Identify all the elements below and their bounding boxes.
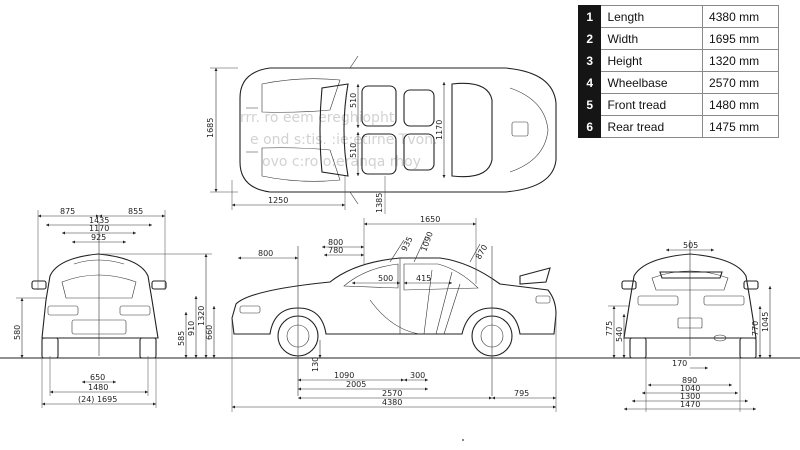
dim-rear-1470: 1470 xyxy=(680,400,700,409)
dim-side-wheelbase: 2570 xyxy=(382,389,402,398)
spec-row-rear-tread: 6 Rear tread 1475 mm xyxy=(577,115,779,138)
spec-label: Wheelbase xyxy=(600,71,704,94)
dim-top-width: 1685 xyxy=(206,118,215,138)
spec-row-width: 2 Width 1695 mm xyxy=(577,27,779,50)
stray-dot xyxy=(462,439,464,441)
dim-side-seat-800: 800 xyxy=(328,238,343,247)
dim-front-height-580: 580 xyxy=(13,325,22,340)
dim-side-seat-415: 415 xyxy=(416,274,431,283)
dim-side-top-1650: 1650 xyxy=(420,215,440,224)
rear-view xyxy=(608,240,772,412)
dim-front-height-1320: 1320 xyxy=(197,306,206,326)
dim-side-front-800: 800 xyxy=(258,249,273,258)
dim-front-body-width: 1435 xyxy=(89,216,109,225)
dim-side-seat-500: 500 xyxy=(378,274,393,283)
spec-table: 1 Length 4380 mm 2 Width 1695 mm 3 Heigh… xyxy=(577,5,779,138)
dim-rear-h-540: 540 xyxy=(615,327,624,342)
spec-number: 4 xyxy=(577,71,602,94)
spec-number: 1 xyxy=(577,5,602,28)
dim-top-front-to-seat: 1250 xyxy=(268,196,288,205)
spec-row-length: 1 Length 4380 mm xyxy=(577,5,779,28)
dim-top-seat-front: 510 xyxy=(349,93,358,108)
spec-value: 1320 mm xyxy=(702,49,779,72)
spec-label: Width xyxy=(600,27,704,50)
dim-rear-1300: 1300 xyxy=(680,392,700,401)
dim-rear-1040: 1040 xyxy=(680,384,700,393)
dim-top-seat-rear: 510 xyxy=(349,143,358,158)
dim-front-height-910: 910 xyxy=(187,321,196,336)
spec-row-height: 3 Height 1320 mm xyxy=(577,49,779,72)
dim-front-tread: 1480 xyxy=(88,383,108,392)
spec-number: 6 xyxy=(577,115,602,138)
spec-label: Length xyxy=(600,5,704,28)
dim-rear-top-505: 505 xyxy=(683,241,698,250)
dim-side-angle-935: 935 xyxy=(400,235,415,253)
dim-rear-890: 890 xyxy=(682,376,697,385)
dim-side-angle-1090: 1090 xyxy=(419,230,434,252)
dim-side-rear-overhang: 795 xyxy=(514,389,529,398)
spec-value: 1475 mm xyxy=(702,115,779,138)
dim-front-height-660: 660 xyxy=(205,325,214,340)
dim-front-mirror-right: 855 xyxy=(128,207,143,216)
dim-top-roof-edge: 1385 xyxy=(375,193,384,213)
svg-text:ovo c:ro o:eranqa rhoy: ovo c:ro o:eranqa rhoy xyxy=(262,154,421,170)
dim-front-overall: (24) 1695 xyxy=(78,395,117,404)
dim-front-inner-1170: 1170 xyxy=(89,224,109,233)
dim-front-inner-925: 925 xyxy=(91,233,106,242)
spec-value: 4380 mm xyxy=(702,5,779,28)
spec-number: 5 xyxy=(577,93,602,116)
dim-front-tread-inner: 650 xyxy=(90,373,105,382)
spec-row-wheelbase: 4 Wheelbase 2570 mm xyxy=(577,71,779,94)
top-view xyxy=(210,55,557,214)
dim-side-1090: 1090 xyxy=(334,371,354,380)
spec-value: 2570 mm xyxy=(702,71,779,94)
dim-side-seat-780: 780 xyxy=(328,246,343,255)
spec-value: 1480 mm xyxy=(702,93,779,116)
dim-side-2005: 2005 xyxy=(346,380,366,389)
dim-side-ground-130: 130 xyxy=(311,357,320,372)
spec-label: Height xyxy=(600,49,704,72)
front-view xyxy=(16,210,216,408)
dim-front-mirror-left: 875 xyxy=(60,207,75,216)
background-print-through: rrr. ro eem ereghiopht e ond s:tis. :ie:… xyxy=(240,110,438,170)
dim-side-300: 300 xyxy=(410,371,425,380)
dim-top-inner-width: 1170 xyxy=(435,120,444,140)
spec-label: Front tread xyxy=(600,93,704,116)
spec-value: 1695 mm xyxy=(702,27,779,50)
spec-number: 3 xyxy=(577,49,602,72)
dim-front-height-585: 585 xyxy=(177,331,186,346)
spec-number: 2 xyxy=(577,27,602,50)
spec-label: Rear tread xyxy=(600,115,704,138)
dim-side-length: 4380 xyxy=(382,398,402,407)
svg-text:rrr. ro eem ereghiopht: rrr. ro eem ereghiopht xyxy=(240,110,395,126)
dim-rear-h-1045: 1045 xyxy=(761,312,770,332)
spec-row-front-tread: 5 Front tread 1480 mm xyxy=(577,93,779,116)
dim-rear-h-770: 770 xyxy=(751,321,760,336)
side-view xyxy=(231,218,557,412)
dim-rear-h-775: 775 xyxy=(605,321,614,336)
dim-side-angle-870: 870 xyxy=(474,243,489,261)
dim-rear-170: 170 xyxy=(672,359,687,368)
